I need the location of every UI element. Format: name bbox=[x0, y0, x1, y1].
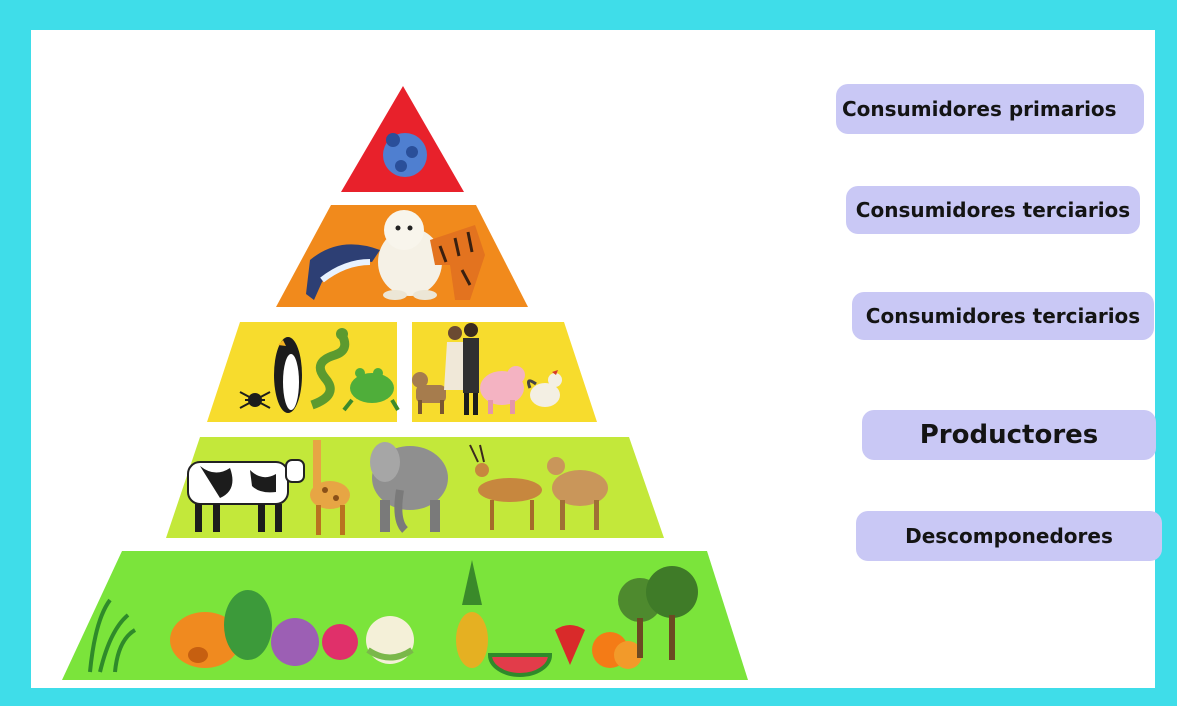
strawberry-icon bbox=[555, 625, 585, 665]
tiger-icon bbox=[430, 225, 485, 300]
label-consumidores-terciarios-2[interactable]: Consumidores terciarios bbox=[852, 292, 1154, 340]
penguin-icon bbox=[274, 337, 302, 413]
goat-icon bbox=[547, 457, 608, 530]
radish-icon bbox=[322, 624, 358, 660]
pyramid-level-2 bbox=[276, 205, 528, 307]
spider-icon bbox=[239, 391, 271, 409]
pig-icon bbox=[480, 366, 525, 414]
watermelon-icon bbox=[487, 653, 553, 677]
elephant-icon bbox=[370, 442, 448, 533]
trees-icon bbox=[618, 566, 698, 660]
pumpkin-icon bbox=[170, 612, 240, 668]
orange-icon bbox=[592, 632, 642, 669]
label-consumidores-primarios[interactable]: Consumidores primarios bbox=[836, 84, 1144, 134]
cow-icon bbox=[187, 459, 305, 532]
microorganisms-icon bbox=[383, 133, 427, 177]
dolphin-icon bbox=[306, 244, 380, 300]
label-consumidores-terciarios-1[interactable]: Consumidores terciarios bbox=[846, 186, 1140, 234]
pineapple-icon bbox=[456, 560, 488, 668]
lettuce-icon bbox=[224, 590, 272, 660]
snake-icon bbox=[310, 328, 350, 410]
label-productores[interactable]: Productores bbox=[862, 410, 1156, 460]
cauliflower-icon bbox=[366, 616, 414, 664]
dog-icon bbox=[412, 372, 446, 414]
frog-icon bbox=[342, 368, 400, 412]
pyramid-level-3 bbox=[207, 322, 597, 422]
pyramid-level-4 bbox=[166, 437, 664, 538]
people-icon bbox=[444, 323, 479, 415]
label-descomponedores[interactable]: Descomponedores bbox=[856, 511, 1162, 561]
giraffe-icon bbox=[310, 440, 350, 535]
plants-icon bbox=[88, 598, 137, 673]
polar-bear-icon bbox=[378, 210, 442, 300]
cabbage-icon bbox=[271, 618, 319, 666]
pyramid-level-base bbox=[62, 551, 748, 680]
pyramid-level-top bbox=[341, 86, 464, 192]
antelope-icon bbox=[469, 444, 542, 530]
rooster-icon bbox=[527, 370, 562, 407]
